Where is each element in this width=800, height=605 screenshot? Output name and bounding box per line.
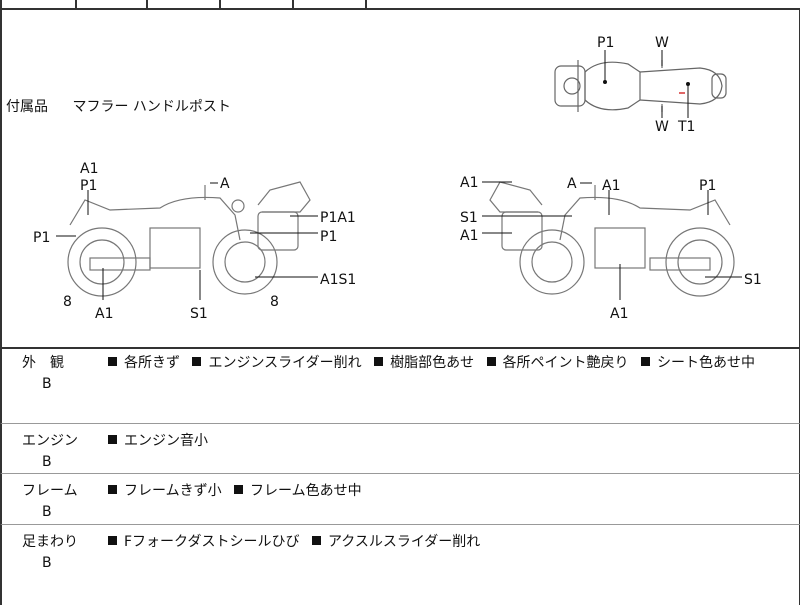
motorcycle-diagrams: P1 W W T1 A1 P1 A P1 P1A1 P1 A1S1 8 8 A1… xyxy=(33,35,762,322)
label-t1: T1 xyxy=(677,119,695,135)
right-side-leaders xyxy=(482,181,742,300)
condition-item: 各所きず xyxy=(124,355,180,371)
condition-item: フレーム色あせ中 xyxy=(250,483,362,499)
label-p1: P1 xyxy=(80,178,97,194)
section-exterior: 外 観 B 各所きず エンジンスライダー削れ 樹脂部色あせ 各所ペイント艶戻り … xyxy=(0,346,800,424)
top-view-diagram xyxy=(554,60,727,112)
condition-item: エンジンスライダー削れ xyxy=(208,355,362,371)
label-s1: S1 xyxy=(744,272,762,288)
section-label: 外 観 xyxy=(22,355,64,371)
accessories: 付属品 マフラー ハンドルポスト xyxy=(6,96,251,116)
section-items: フレームきず小 フレーム色あせ中 xyxy=(108,480,370,500)
label-8: 8 xyxy=(63,294,72,310)
condition-item: フレームきず小 xyxy=(124,483,222,499)
label-p1: P1 xyxy=(33,230,50,246)
accessories-value: マフラー ハンドルポスト xyxy=(72,99,231,115)
section-suspension: 足まわり B Fフォークダストシールひび アクスルスライダー削れ xyxy=(0,525,800,605)
condition-item: Fフォークダストシールひび xyxy=(124,534,300,550)
label-a: A xyxy=(220,176,230,192)
left-side-leaders xyxy=(56,182,318,300)
condition-item: エンジン音小 xyxy=(124,433,208,449)
label-p1: P1 xyxy=(597,35,614,51)
label-s1: S1 xyxy=(190,306,208,322)
section-items: Fフォークダストシールひび アクスルスライダー削れ xyxy=(108,531,488,551)
condition-item: 樹脂部色あせ xyxy=(390,355,475,371)
right-side-view xyxy=(489,181,735,297)
label-a1: A1 xyxy=(460,175,478,191)
condition-item: シート色あせ中 xyxy=(656,355,755,371)
section-label: エンジン xyxy=(22,433,78,449)
section-frame: フレーム B フレームきず小 フレーム色あせ中 xyxy=(0,474,800,525)
section-grade: B xyxy=(42,555,52,571)
label-p1: P1 xyxy=(320,229,337,245)
label-a1: A1 xyxy=(602,178,620,194)
section-grade: B xyxy=(42,376,52,392)
section-label: フレーム xyxy=(22,483,78,499)
section-items: 各所きず エンジンスライダー削れ 樹脂部色あせ 各所ペイント艶戻り シート色あせ… xyxy=(108,352,763,372)
condition-item: アクスルスライダー削れ xyxy=(327,534,481,550)
label-w: W xyxy=(655,35,669,51)
label-a1: A1 xyxy=(80,161,98,177)
accessories-label: 付属品 xyxy=(6,99,48,115)
left-side-view xyxy=(67,181,311,297)
label-a1: A1 xyxy=(460,228,478,244)
section-grade: B xyxy=(42,504,52,520)
label-a1: A1 xyxy=(95,306,113,322)
section-grade: B xyxy=(42,454,52,470)
label-p1: P1 xyxy=(699,178,716,194)
label-a: A xyxy=(567,176,577,192)
condition-item: 各所ペイント艶戻り xyxy=(502,355,629,371)
label-a1: A1 xyxy=(610,306,628,322)
section-items: エンジン音小 xyxy=(108,430,216,450)
section-engine: エンジン B エンジン音小 xyxy=(0,424,800,474)
label-s1: S1 xyxy=(460,210,478,226)
label-w: W xyxy=(655,119,669,135)
label-p1a1: P1A1 xyxy=(320,210,356,226)
section-label: 足まわり xyxy=(22,534,78,550)
label-8: 8 xyxy=(270,294,279,310)
top-view-leaders xyxy=(603,50,690,118)
label-a1s1: A1S1 xyxy=(320,272,356,288)
